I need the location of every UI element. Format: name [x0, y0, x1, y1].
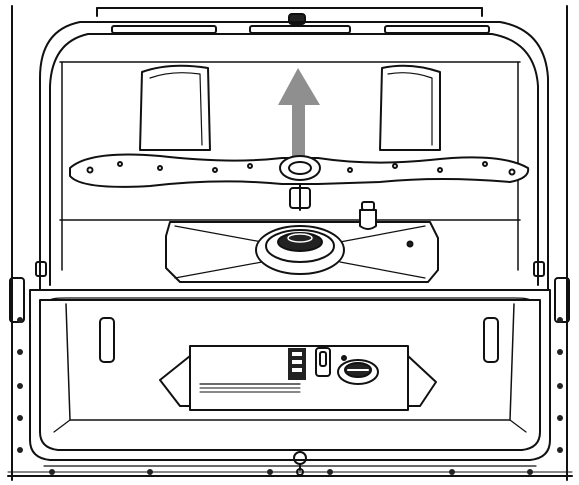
- side-hinges: [9, 261, 570, 323]
- cabinet-frame: [7, 5, 573, 481]
- spray-arm-icon: [69, 153, 530, 188]
- filter-icon: [165, 183, 439, 283]
- top-rail: [111, 13, 490, 34]
- kick-plate: [43, 451, 537, 476]
- rinse-aid-cap-icon: [337, 355, 379, 385]
- screw-dots: [17, 317, 563, 475]
- up-arrow-icon: [278, 68, 320, 160]
- detergent-dispenser-icon: [159, 345, 437, 411]
- door-panel: [29, 289, 551, 461]
- back-pillars: [139, 64, 441, 151]
